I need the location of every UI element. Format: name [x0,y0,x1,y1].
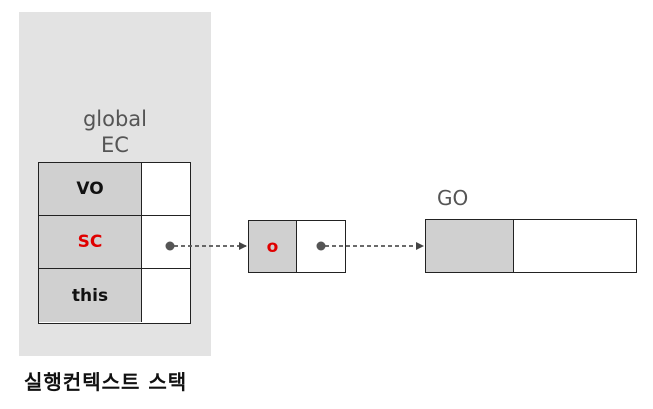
ec-value-this [142,269,190,322]
scope-chain-label: o [249,221,297,272]
global-ec-title-line1: global [82,107,148,131]
global-ec-title: global EC [60,106,170,158]
ec-value-vo [142,163,190,215]
global-object-box [425,219,637,273]
global-object-cell [426,220,514,272]
global-ec-title-line2: EC [101,133,129,157]
ec-label-vo: VO [39,163,142,215]
ec-label-this: this [39,269,142,322]
scope-chain-node: o [248,220,346,273]
global-object-title: GO [437,186,469,210]
global-ec-table: VO SC this [38,162,191,324]
ec-value-sc [142,216,190,268]
ec-row-vo: VO [39,163,190,216]
stack-caption: 실행컨텍스트 스택 [24,370,188,394]
ec-label-sc: SC [39,216,142,268]
ec-row-this: this [39,269,190,322]
ec-row-sc: SC [39,216,190,269]
